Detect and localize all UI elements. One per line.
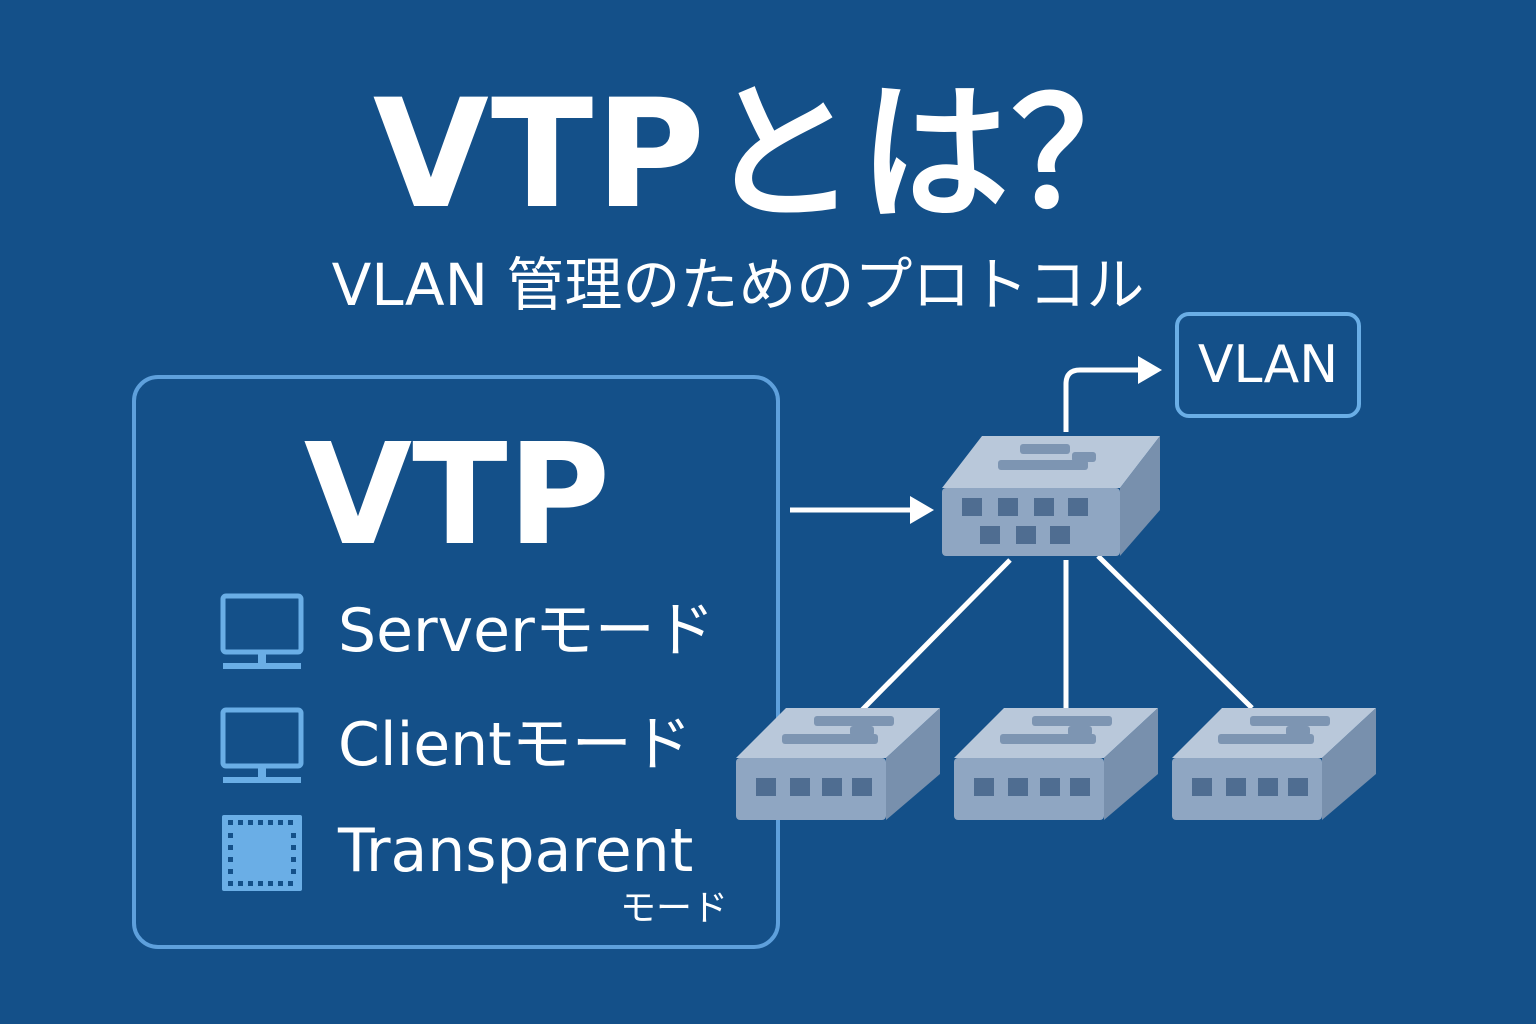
edge-switch-icon xyxy=(954,708,1158,820)
mode-server: Serverモード xyxy=(220,593,740,673)
mode-transparent-sublabel: モード xyxy=(620,888,729,929)
core-switch-icon xyxy=(942,436,1160,556)
link-line xyxy=(1096,554,1254,710)
arrowhead-icon xyxy=(910,496,934,524)
mode-client: Clientモード xyxy=(220,707,740,787)
subtitle: VLAN 管理のためのプロトコル xyxy=(331,251,1145,319)
mode-client-label: Clientモード xyxy=(338,710,692,780)
switch-to-vlan-arrow xyxy=(1063,367,1145,432)
monitor-icon xyxy=(220,593,304,669)
vtp-modes-panel: VTP Serverモード Clientモード xyxy=(132,375,780,949)
arrowhead-icon xyxy=(1138,356,1162,384)
main-title: VTPとは？ xyxy=(372,68,1164,242)
grid-panel-icon xyxy=(222,815,302,891)
monitor-icon xyxy=(220,707,304,783)
edge-switch-icon xyxy=(736,708,940,820)
link-line xyxy=(860,558,1012,712)
vlan-box: VLAN xyxy=(1175,312,1361,418)
mode-transparent: Transparent モード xyxy=(220,813,740,929)
mode-server-label: Serverモード xyxy=(338,596,715,666)
edge-switch-icon xyxy=(1172,708,1376,820)
panel-title: VTP xyxy=(303,414,611,577)
mode-transparent-label: Transparent xyxy=(338,816,694,886)
